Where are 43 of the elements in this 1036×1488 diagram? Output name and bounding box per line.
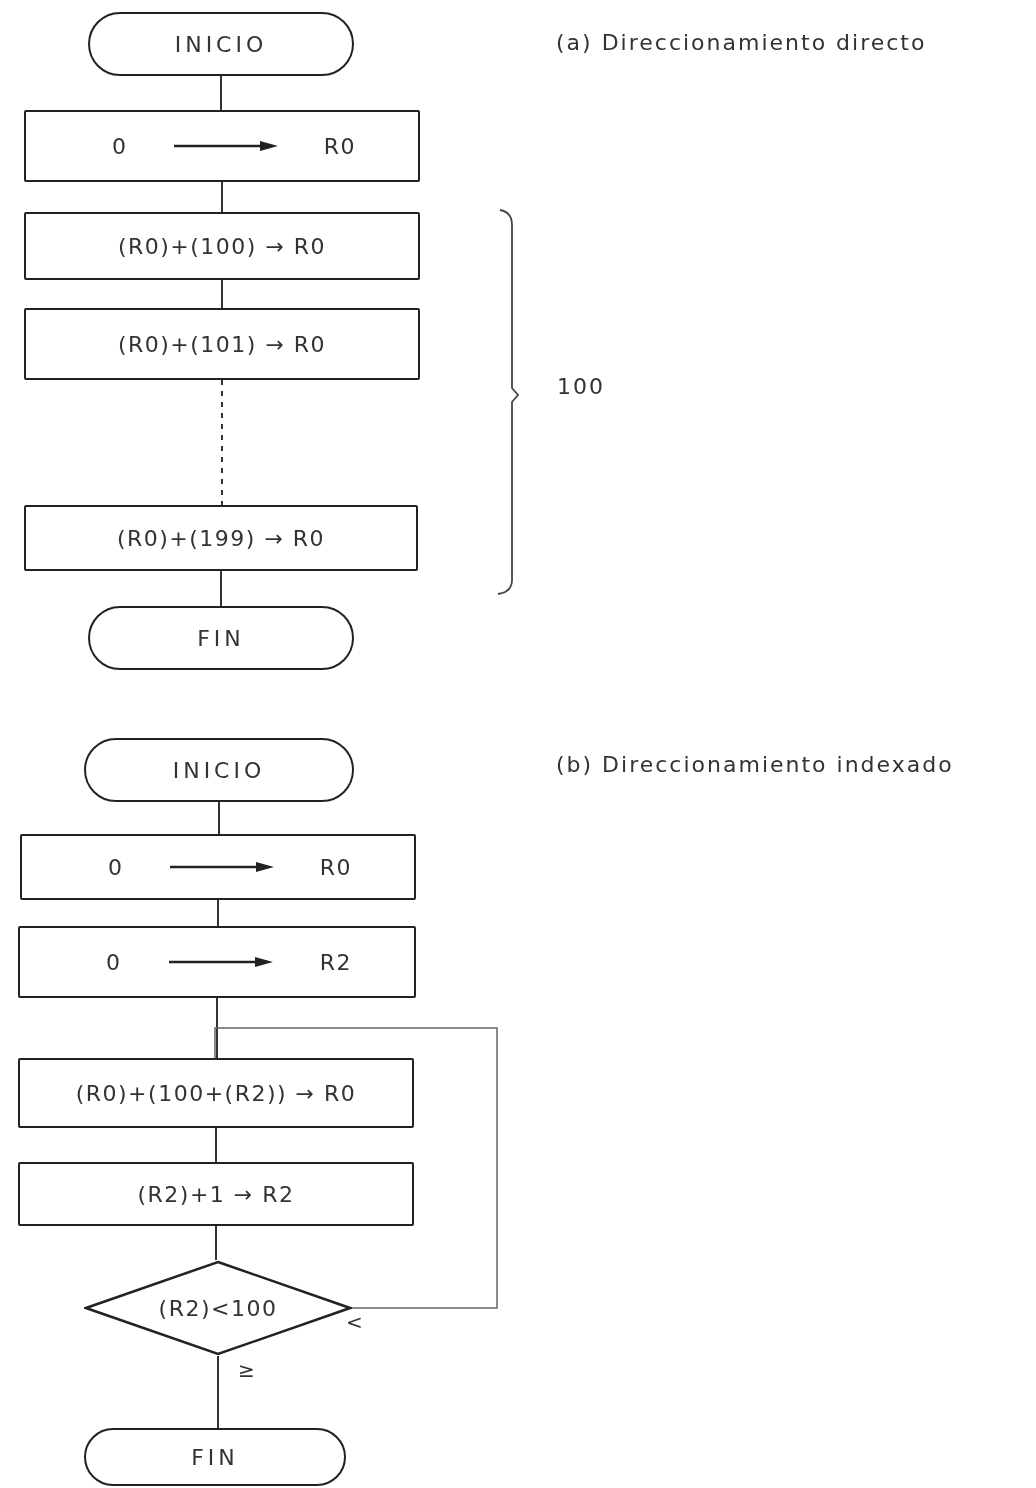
box-text: INICIO (172, 757, 266, 783)
caption-text: (a) Direccionamiento directo (556, 30, 927, 55)
box-text: 0 (108, 854, 124, 880)
process-box (24, 505, 418, 571)
process-box (18, 926, 416, 998)
box-text: (R0)+(101) → R0 (117, 331, 327, 357)
terminator-shape (84, 1428, 346, 1486)
box-text: (R2)<100 (158, 1295, 278, 1321)
connector-line (214, 1027, 498, 1309)
terminator-shape (84, 738, 354, 802)
connector-line (221, 279, 223, 309)
box-text: (R2)+1 → R2 (137, 1181, 295, 1207)
process-box (18, 1058, 414, 1128)
caption-text: (b) Direccionamiento indexado (556, 752, 954, 777)
connector-line (220, 75, 222, 111)
box-text: FIN (191, 1444, 239, 1470)
box-text: INICIO (174, 31, 268, 57)
connector-line (221, 379, 223, 506)
process-box (18, 1162, 414, 1226)
process-box (24, 212, 420, 280)
box-text: 0 (112, 133, 128, 159)
box-text: 0 (106, 949, 122, 975)
process-box (24, 308, 420, 380)
process-box (24, 110, 420, 182)
terminator-shape (88, 606, 354, 670)
process-box (20, 834, 416, 900)
connector-line (221, 181, 223, 213)
connector-line (217, 1355, 219, 1429)
box-text: FIN (197, 625, 245, 651)
connector-line (218, 801, 220, 835)
box-text: R0 (323, 133, 356, 159)
box-text: R0 (319, 854, 352, 880)
box-text: (R0)+(199) → R0 (116, 525, 326, 551)
connector-line (215, 1225, 217, 1261)
terminator-shape (88, 12, 354, 76)
box-text: (R0)+(100+(R2)) → R0 (75, 1080, 357, 1106)
box-text: (R0)+(100) → R0 (117, 233, 327, 259)
caption-text: 100 (557, 374, 605, 399)
connector-line (220, 570, 222, 607)
connector-line (216, 997, 218, 1059)
box-text: R2 (319, 949, 352, 975)
connector-line (217, 899, 219, 927)
connector-line (215, 1127, 217, 1163)
